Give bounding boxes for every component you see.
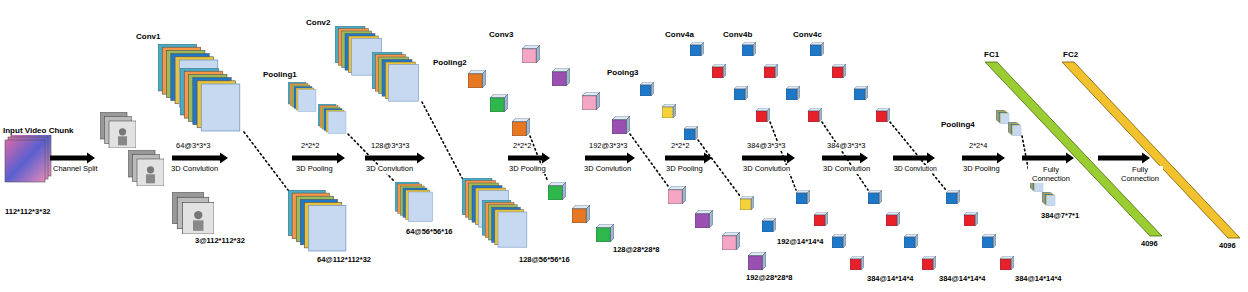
layer-name: Pooling4 [940,120,976,129]
operation-label: 2*2*4 [968,142,988,151]
layer-name: Conv2 [305,18,331,27]
dimension-label: 192@28*28*8 [745,274,794,283]
dimension-label: 192@14*14*4 [776,238,825,247]
feature-stacks [158,26,1055,251]
dimension-label: 384@7*7*1 [1040,212,1080,221]
dimension-label: 112*112*3*32 [4,208,51,217]
operation-label: 384@3*3*3 [826,142,866,151]
operation-label: 3D Pooling [295,165,334,174]
operation-label: 3D Convlution [742,165,791,174]
layer-name: Conv4a [664,30,695,39]
ellipsis-dots [244,102,1030,196]
feature-cubes [468,42,1014,270]
dimension-label: 4096 [1218,242,1237,251]
operation-label: 2*2*2 [512,142,532,151]
layer-name: Input Video Chunk [2,126,75,135]
operation-label: 3D Convlution [583,165,632,174]
dimension-label: 384@14*14*4 [866,275,915,284]
operation-label: 2*2*2 [300,142,320,151]
dimension-label: 64@56*56*16 [405,228,454,237]
dimension-label: 384@14*14*4 [1014,275,1063,284]
operation-label: 384@3*3*3 [746,142,786,151]
operation-label: 192@3*3*3 [588,142,628,151]
operation-label: 3D Convlution [822,165,871,174]
layer-name: FC2 [1062,50,1079,59]
dimension-label: 64@112*112*32 [316,256,372,265]
input-video [5,134,51,182]
layer-name: Pooing3 [606,68,640,77]
dimension-label: 384@14*14*4 [938,275,987,284]
operation-label: 2*2*2 [670,142,690,151]
layer-name: Conv3 [488,30,514,39]
layer-name: Pooling1 [262,70,298,79]
layer-name: Conv4c [792,30,823,39]
fully-connected-bands [985,62,1240,238]
operation-label: 3D Pooling [508,165,547,174]
operation-label: 3D Convlution [893,165,938,173]
layer-name: FC1 [983,50,1000,59]
operation-label: Fully Connection [1028,166,1074,183]
operation-label: 3D Convlution [170,165,219,174]
layer-name: Conv1 [135,32,161,41]
operation-label: 128@3*3*3 [370,142,410,151]
dimension-label: 4096 [1140,240,1159,249]
dimension-label: 128@28*28*8 [612,246,661,255]
operation-label: 3D Pooling [962,165,1001,174]
operation-label: 3D Pooling [665,165,704,174]
flow-arrows [50,153,1150,164]
dimension-label: 3@112*112*32 [194,237,246,246]
operation-label: Fully Connection [1117,166,1163,183]
operation-label: Channel Split [52,165,99,174]
dimension-label: 128@56*56*16 [518,256,571,265]
layer-name: Conv4b [722,30,753,39]
layer-name: Pooling2 [432,58,468,67]
operation-label: 64@3*3*3 [175,142,211,151]
operation-label: 3D Convlution [365,165,414,174]
